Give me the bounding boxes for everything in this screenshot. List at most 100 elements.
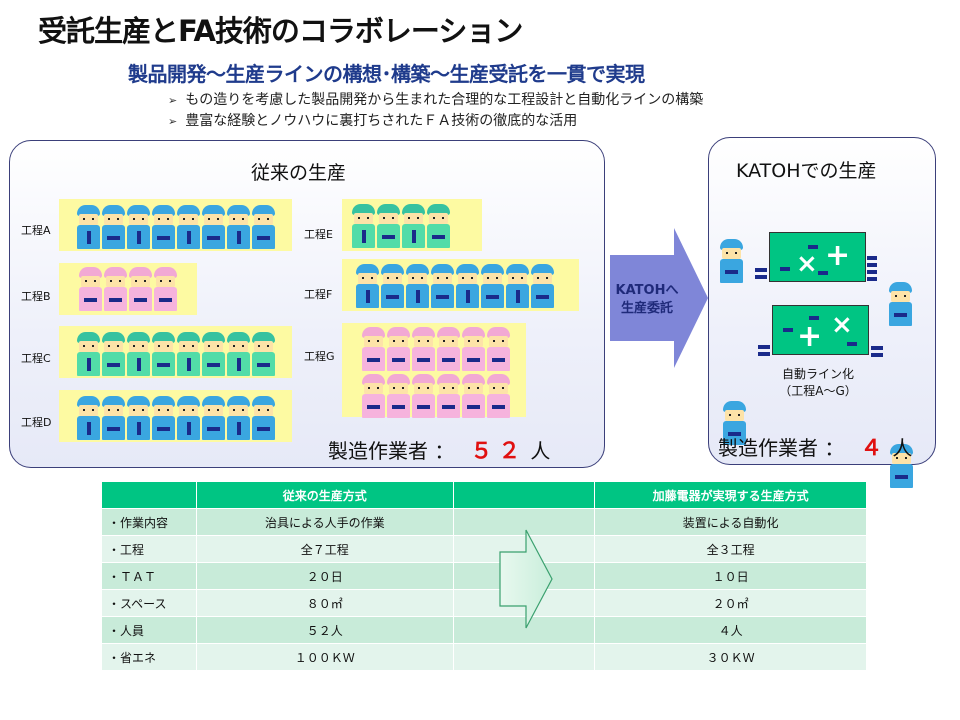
worker-icon	[201, 396, 226, 440]
table-row: ・人員 ５２人 ４人	[101, 616, 867, 644]
row-label: ・省エネ	[101, 643, 197, 671]
worker-icon	[411, 374, 436, 418]
process-label: 工程B	[21, 290, 51, 303]
process-strip-d	[59, 390, 292, 442]
worker-icon	[226, 205, 251, 249]
worker-icon	[411, 327, 436, 371]
worker-icon	[386, 327, 411, 371]
worker-icon	[176, 396, 201, 440]
worker-group	[78, 267, 178, 311]
katoh-value: ３０ＫＷ	[594, 643, 867, 671]
table-header-cell: 加藤電器が実現する生産方式	[594, 481, 867, 509]
worker-icon	[153, 267, 178, 311]
worker-icon	[76, 396, 101, 440]
worker-icon	[176, 332, 201, 376]
conventional-value: ５２人	[195, 616, 454, 644]
worker-icon	[461, 374, 486, 418]
process-label: 工程A	[21, 224, 51, 237]
worker-icon	[126, 396, 151, 440]
conventional-value: 治具による人手の作業	[195, 508, 454, 536]
katoh-value: ４人	[594, 616, 867, 644]
automation-machine: × +	[769, 232, 866, 282]
worker-icon	[461, 327, 486, 371]
worker-icon	[355, 264, 380, 308]
worker-icon	[889, 444, 914, 488]
table-row: ・スペース ８０㎡ ２０㎡	[101, 589, 867, 617]
process-strip-a	[59, 199, 292, 251]
table-row: ・省エネ １００ＫＷ ３０ＫＷ	[101, 643, 867, 671]
part-icon	[758, 345, 770, 349]
worker-icon	[151, 396, 176, 440]
arrow-right-icon	[499, 529, 553, 629]
worker-icon	[78, 267, 103, 311]
row-label: ・人員	[101, 616, 197, 644]
worker-icon	[386, 374, 411, 418]
katoh-value: ２０㎡	[594, 589, 867, 617]
worker-icon	[486, 327, 511, 371]
table-header-cell: 従来の生産方式	[195, 481, 454, 509]
worker-group	[76, 396, 276, 440]
comparison-table: 従来の生産方式 加藤電器が実現する生産方式 ・作業内容 治具による人手の作業 装…	[101, 481, 867, 671]
chevron-right-icon: ➢	[168, 94, 178, 107]
process-strip-f	[342, 259, 579, 311]
worker-icon	[151, 332, 176, 376]
table-header-row: 従来の生産方式 加藤電器が実現する生産方式	[101, 481, 867, 509]
conventional-production-title: 従来の生産	[251, 162, 347, 184]
row-label: ・スペース	[101, 589, 197, 617]
worker-icon	[201, 332, 226, 376]
worker-group	[76, 332, 276, 376]
worker-icon	[128, 267, 153, 311]
worker-icon	[201, 205, 226, 249]
worker-icon	[126, 332, 151, 376]
worker-icon	[351, 204, 376, 248]
table-header-cell	[452, 481, 596, 509]
process-strip-e	[342, 199, 482, 251]
table-row: ・工程 全７工程 全３工程	[101, 535, 867, 563]
worker-icon	[251, 205, 276, 249]
table-row: ・ＴＡＴ ２０日 １０日	[101, 562, 867, 590]
part-icon	[867, 256, 877, 260]
process-strip-c	[59, 326, 292, 378]
worker-icon	[376, 204, 401, 248]
automation-line-label: 自動ライン化（工程A～G）	[779, 367, 857, 398]
automation-machine: + ×	[772, 305, 869, 355]
worker-icon	[126, 205, 151, 249]
worker-icon	[530, 264, 555, 308]
worker-icon	[251, 396, 276, 440]
worker-icon	[380, 264, 405, 308]
arrow-right-icon	[610, 228, 708, 368]
worker-icon	[505, 264, 530, 308]
worker-group	[351, 204, 451, 248]
worker-icon	[226, 332, 251, 376]
worker-icon	[430, 264, 455, 308]
process-strip-b	[59, 263, 197, 315]
worker-icon	[401, 204, 426, 248]
outsource-arrow-label: KATOHへ生産委託	[615, 283, 679, 316]
chevron-right-icon: ➢	[168, 115, 178, 128]
worker-icon	[176, 205, 201, 249]
process-strip-g	[342, 323, 526, 418]
page-subtitle: 製品開発～生産ラインの構想･構築～生産受託を一貫で実現	[128, 62, 645, 86]
worker-group	[361, 327, 511, 418]
worker-icon	[251, 332, 276, 376]
worker-icon	[455, 264, 480, 308]
katoh-value: 全３工程	[594, 535, 867, 563]
worker-icon	[361, 327, 386, 371]
worker-icon	[103, 267, 128, 311]
worker-icon	[361, 374, 386, 418]
count-number: ５２	[470, 439, 527, 464]
bullet-item: ➢豊富な経験とノウハウに裏打ちされたＦＡ技術の徹底的な活用	[168, 113, 578, 129]
page-title: 受託生産とFA技術のコラボレーション	[38, 14, 523, 48]
worker-icon	[101, 396, 126, 440]
part-icon	[758, 352, 770, 356]
row-label: ・作業内容	[101, 508, 197, 536]
process-label: 工程F	[304, 288, 333, 301]
katoh-production-title: KATOHでの生産	[736, 160, 877, 182]
conventional-value: １００ＫＷ	[195, 643, 454, 671]
row-label: ・ＴＡＴ	[101, 562, 197, 590]
worker-icon	[405, 264, 430, 308]
part-icon	[867, 270, 877, 274]
count-number: ４	[860, 436, 889, 461]
